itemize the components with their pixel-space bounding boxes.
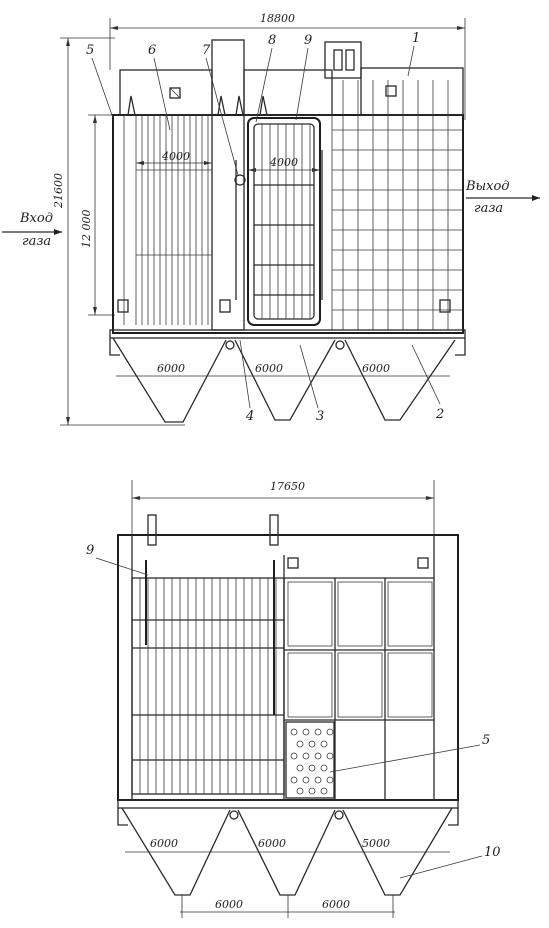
- bottom-callout-9: 9: [86, 543, 94, 558]
- bottom-hopper-spacing-1: 6000: [150, 837, 178, 850]
- hoppers-bottom: [117, 799, 459, 896]
- hopper-spacing-1: 6000: [157, 362, 185, 375]
- callouts-bottom: 9 5 10: [86, 543, 501, 879]
- hopper-spacing-3: 6000: [362, 362, 390, 375]
- callout-5: 5: [86, 43, 94, 58]
- hoppers-top: [109, 329, 466, 423]
- bottom-width-label: 17650: [270, 480, 305, 493]
- callout-3: 3: [316, 409, 324, 424]
- middle-field-frame: [234, 117, 323, 326]
- dimension-electrode-mid: 4000: [248, 156, 320, 172]
- dimension-hoppers-bottom-lower: 6000 6000: [180, 895, 395, 918]
- electrode-mid-label: 4000: [269, 156, 298, 169]
- housing-outline: [112, 39, 464, 334]
- right-field-grid: [331, 80, 463, 330]
- callouts-top: 5 6 7 8 9 1 4 3 2: [86, 31, 444, 424]
- electrode-left-label: 4000: [161, 150, 190, 163]
- bottom-view: 17650: [86, 480, 501, 918]
- outlet-label-1: Выход: [465, 179, 510, 194]
- bottom-callout-10: 10: [484, 845, 501, 860]
- outlet-label-2: газа: [474, 201, 503, 216]
- hopper-spacing-2: 6000: [255, 362, 283, 375]
- callout-7: 7: [202, 43, 211, 58]
- dimension-field-height: 12 000: [80, 114, 115, 316]
- gas-outlet: Выход газа: [465, 179, 540, 216]
- inlet-label-2: газа: [22, 234, 51, 249]
- discharge-electrodes-pattern: [285, 721, 335, 799]
- field-height-label: 12 000: [80, 210, 93, 249]
- callout-4: 4: [245, 409, 254, 424]
- bottom-callout-5: 5: [482, 733, 490, 748]
- callout-8: 8: [268, 33, 276, 48]
- bottom-lower-spacing-1: 6000: [215, 898, 243, 911]
- dimension-hoppers-top: 6000 6000 6000: [116, 362, 450, 377]
- overall-height-label: 21600: [52, 173, 65, 209]
- inlet-label-1: Вход: [19, 211, 53, 226]
- callout-1: 1: [412, 31, 420, 46]
- dimension-hoppers-bottom-upper: 6000 6000 5000: [125, 837, 450, 853]
- bottom-lower-spacing-2: 6000: [322, 898, 350, 911]
- dimension-overall-height: 21600: [52, 37, 185, 426]
- overall-width-label: 18800: [260, 12, 295, 25]
- bottom-left-plates: [131, 560, 285, 795]
- callout-9: 9: [304, 33, 312, 48]
- dimension-bottom-width: 17650: [131, 480, 435, 540]
- left-field-plates: [117, 115, 231, 325]
- dimension-electrode-left: 4000: [136, 150, 212, 165]
- bottom-hopper-spacing-2: 6000: [258, 837, 286, 850]
- bottom-right-grid: [284, 577, 434, 800]
- callout-2: 2: [435, 407, 444, 422]
- top-view: 18800 21600 12 000 Вход газа: [2, 12, 540, 426]
- dimension-overall-width: 18800: [109, 12, 466, 120]
- bottom-hopper-spacing-3: 5000: [362, 837, 390, 850]
- gas-inlet: Вход газа: [2, 211, 62, 249]
- callout-6: 6: [148, 43, 156, 58]
